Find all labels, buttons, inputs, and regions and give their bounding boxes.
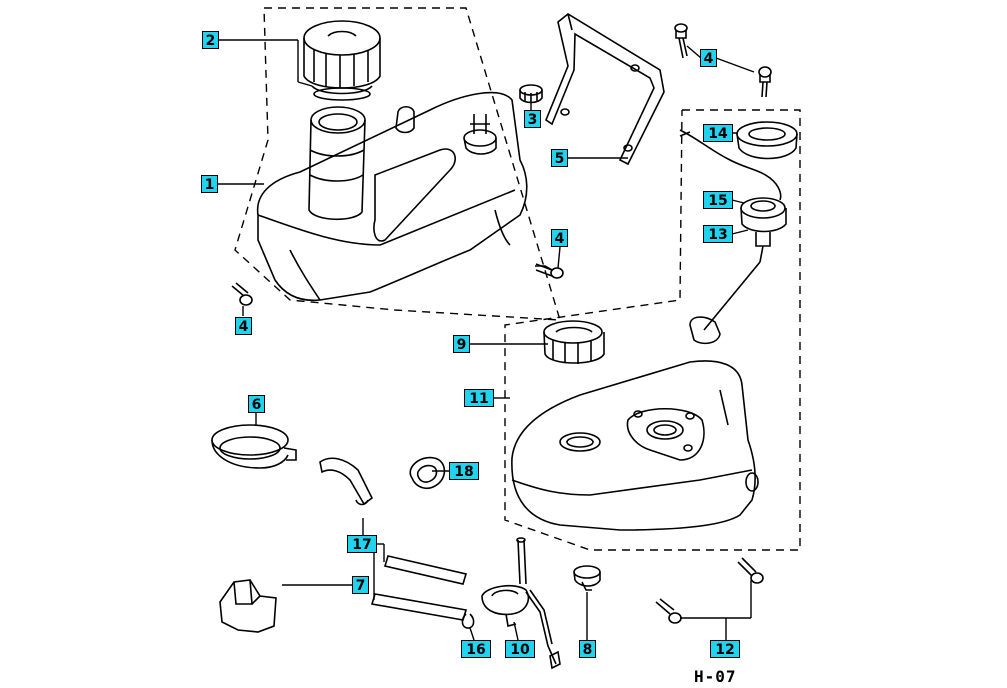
callout-11: 11 — [464, 389, 494, 407]
bolt-lower-right — [655, 557, 764, 624]
callout-9: 9 — [453, 335, 470, 353]
fuel-tank-upper — [256, 91, 528, 302]
callout-4-mid: 4 — [551, 229, 568, 247]
tank-band — [211, 424, 297, 469]
fuel-cock — [481, 537, 561, 670]
grommet-oval — [409, 456, 446, 490]
fuel-gauge-sender — [679, 129, 787, 345]
page-code: H-07 — [694, 667, 737, 686]
fuel-cap-lower — [543, 320, 605, 364]
fuel-cap-upper — [303, 20, 381, 101]
packing-ring — [736, 121, 798, 160]
hose-clamp — [573, 565, 601, 591]
callout-6: 6 — [248, 395, 265, 413]
callout-3: 3 — [524, 110, 541, 128]
callout-5: 5 — [551, 149, 568, 167]
grommet — [519, 84, 543, 104]
callout-13: 13 — [703, 225, 733, 243]
callout-1: 1 — [201, 175, 218, 193]
callout-10: 10 — [505, 640, 535, 658]
callout-15: 15 — [703, 191, 733, 209]
callout-12: 12 — [710, 640, 740, 658]
callout-2: 2 — [202, 31, 219, 49]
callout-4-left: 4 — [235, 317, 252, 335]
callout-18: 18 — [449, 462, 479, 480]
fuel-hose-bent — [319, 457, 374, 506]
bolt-mid-right — [535, 263, 564, 279]
fuel-hose-straight — [370, 555, 468, 621]
leader-lines — [217, 39, 755, 641]
callout-8: 8 — [579, 640, 596, 658]
bolt-left — [231, 282, 253, 306]
bolt-upper-right — [674, 23, 772, 98]
callout-17: 17 — [347, 535, 377, 553]
callout-4-top: 4 — [700, 49, 717, 67]
damper-rubber — [219, 579, 277, 633]
hose-clip — [461, 613, 475, 629]
callout-14: 14 — [703, 124, 733, 142]
tank-bracket — [545, 13, 665, 166]
lower-tank-group-boundary — [504, 109, 801, 551]
tank-group-boundary — [234, 7, 561, 321]
fuel-tank-lower — [511, 360, 759, 531]
callout-16: 16 — [461, 640, 491, 658]
callout-7: 7 — [352, 576, 369, 594]
